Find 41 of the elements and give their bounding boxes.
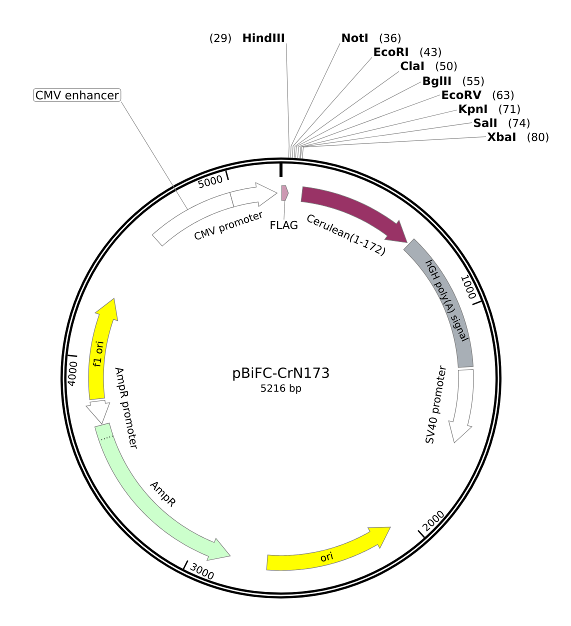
position-label: (74) [508,118,530,128]
enzyme-label: BglII [423,76,451,88]
tick-label: 4000 [68,362,78,386]
leader-line [290,43,340,158]
leader-line [294,71,400,158]
leader-line [286,43,290,158]
leader-line [300,122,472,159]
enzyme-label: ClaI [400,61,424,70]
enzyme-label: XbaI [487,132,516,142]
leader-line [302,136,486,159]
leader-line [284,200,286,220]
feature-label: AmpR promoter [115,368,137,449]
position-label: (36) [380,34,401,44]
position-label: (80) [528,132,548,142]
enzyme-label: HindIII [243,33,284,42]
feature-label: ori [320,552,333,562]
length-label: 5216 bp [261,384,302,394]
leader-line [295,82,422,158]
leader-line [120,101,188,210]
enzyme-label: EcoRV [442,90,482,100]
plasmid-name: pBiFC-CrN173 [233,367,329,381]
tick-label: 5000 [198,175,222,188]
leader-line [297,94,440,158]
tick-label: 1000 [461,274,476,299]
feature-label: FLAG [270,220,298,230]
position-label: (29) [210,34,231,44]
callout-box: CMV enhancer [33,88,122,102]
position-label: (43) [420,48,441,58]
position-label: (63) [492,90,514,100]
feature-label: SV40 promoter [426,365,446,444]
feature-band [281,185,289,201]
position-label: (50) [436,62,457,72]
leader-line [300,110,458,159]
leader-line [292,57,372,158]
enzyme-label: SalI [474,118,496,128]
feature-label: f1 ori [92,341,104,366]
enzyme-label: KpnI [459,104,487,116]
position-label: (55) [463,76,484,86]
enzyme-label: NotI [342,34,368,42]
position-label: (71) [499,104,520,114]
enzyme-label: EcoRI [374,48,408,56]
